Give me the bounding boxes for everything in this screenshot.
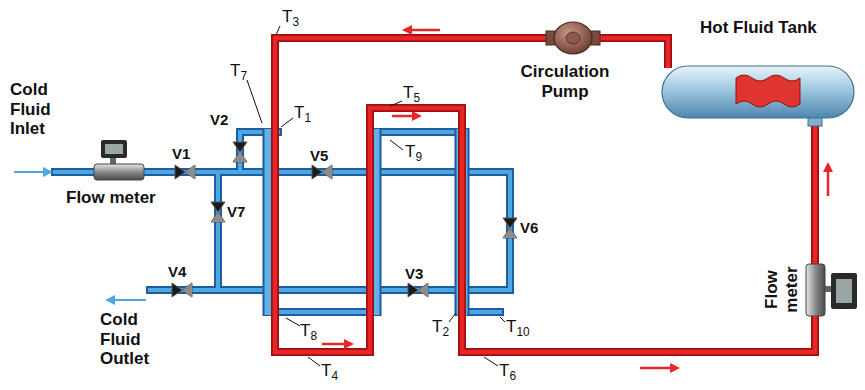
sensor-label: T3: [282, 8, 299, 25]
leader-lines: [247, 26, 505, 366]
flow-arrow: [344, 339, 354, 349]
sensor-label: T7: [230, 62, 247, 79]
valve-label: V3: [405, 266, 423, 281]
cold-pipework: [55, 128, 510, 316]
device-label: Hot Fluid Tank: [700, 18, 817, 38]
valve-symbol: [312, 165, 332, 179]
valve-symbol: [211, 202, 225, 222]
flow-arrow: [402, 25, 412, 35]
flow-arrow: [105, 295, 115, 305]
pump-symbol: [546, 22, 600, 54]
sensor-label: T8: [300, 322, 317, 339]
stream-label: Cold Fluid Inlet: [10, 80, 72, 139]
valves: [172, 142, 517, 297]
sensor-label: T6: [499, 362, 516, 379]
valve-symbol: [172, 283, 192, 297]
flow-arrow: [113, 299, 146, 301]
flow-meter-symbol: [94, 140, 144, 180]
flow-arrow: [43, 167, 53, 177]
flow-meter-symbol: [806, 264, 857, 316]
device-label: Circulation Pump: [510, 62, 620, 101]
valve-label: V1: [172, 146, 190, 161]
flow-arrow: [14, 171, 45, 173]
flow-arrow: [410, 29, 440, 32]
valve-label: V2: [210, 112, 228, 127]
heater-element: [736, 75, 800, 107]
flow-arrow: [412, 111, 422, 121]
sensor-label: T9: [405, 143, 422, 160]
flow-arrow: [823, 162, 833, 172]
valve-label: V5: [310, 148, 328, 163]
valve-label: V4: [168, 264, 186, 279]
sensor-label: T5: [403, 84, 420, 101]
valve-symbol: [233, 142, 247, 162]
sensor-label: T1: [294, 104, 311, 121]
flow-arrow: [322, 343, 346, 346]
device-label: Flow meter: [66, 188, 156, 208]
valve-symbol: [408, 283, 428, 297]
valve-label: V7: [227, 204, 245, 219]
valve-label: V6: [520, 220, 538, 235]
sensor-label: T2: [432, 318, 449, 335]
valve-symbol: [175, 165, 195, 179]
sensor-label: T4: [321, 362, 338, 379]
flow-arrow: [392, 115, 414, 118]
tank-symbol: [662, 66, 854, 126]
valve-symbol: [503, 218, 517, 238]
flow-arrow: [670, 363, 680, 373]
stream-label: Cold Fluid Outlet: [100, 310, 166, 369]
sensor-label: T10: [506, 318, 530, 335]
flow-arrow: [640, 367, 672, 370]
device-label: Flow meter: [762, 250, 801, 330]
flow-arrow: [827, 170, 830, 196]
